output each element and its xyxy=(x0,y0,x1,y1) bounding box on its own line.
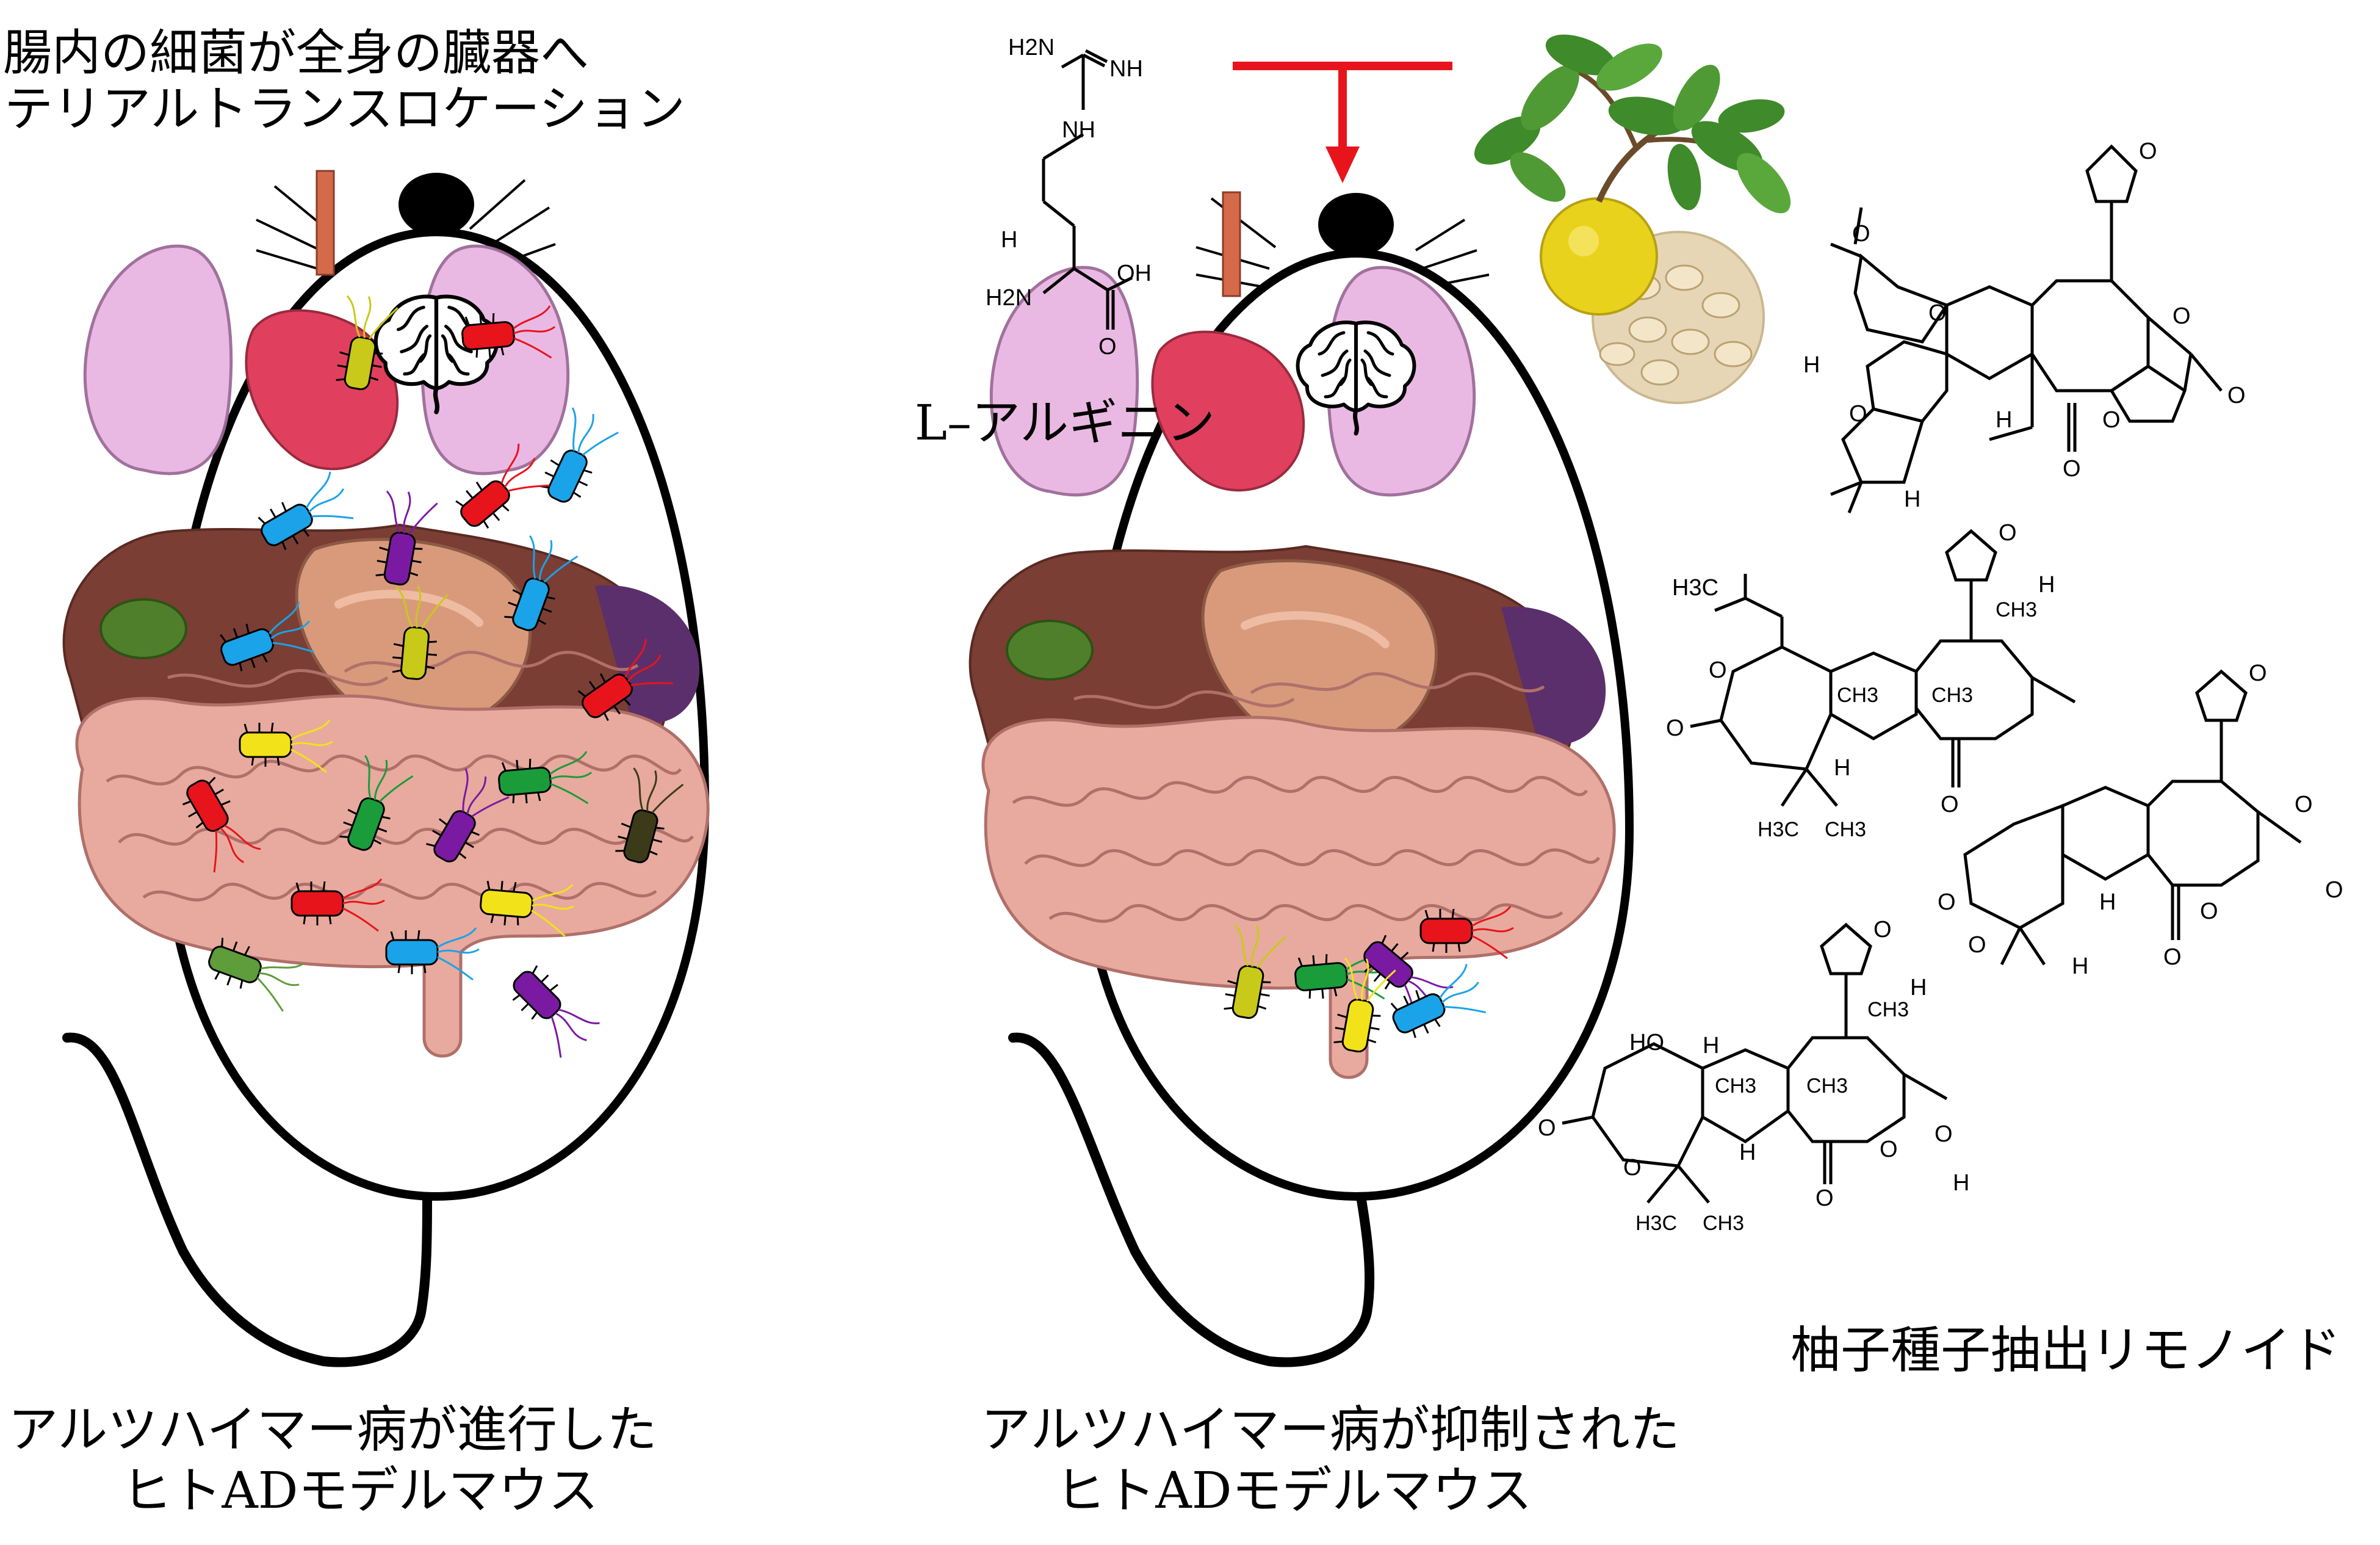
limonoid-1-h-mid: H xyxy=(1996,407,2012,433)
limonoid-label: 柚子種子抽出リモノイド xyxy=(1790,1322,2341,1380)
inhibition-arrow xyxy=(1233,62,1452,183)
arginine-nh: NH xyxy=(1109,56,1143,82)
limonoid-3-ester-o: O xyxy=(2325,877,2343,903)
limonoid-2-h: H xyxy=(2038,572,2055,598)
left-caption-line2: ヒトADモデルマウス xyxy=(122,1462,599,1520)
left-caption-line1: アルツハイマー病が進行した xyxy=(8,1401,657,1459)
limonoid-3-lactone-o: O xyxy=(1968,932,1986,958)
limonoid-1-h-bottom: H xyxy=(1904,487,1920,512)
limonoid-2-ch3-c: CH3 xyxy=(1996,598,2037,621)
yuzu-fruit xyxy=(1540,197,1658,316)
limonoid-4-ketone-o: O xyxy=(1816,1185,1834,1211)
right-mouse-nose xyxy=(1318,193,1394,256)
limonoid-3: O O O H H O O O O xyxy=(1938,660,2343,979)
limonoid-4-furan-o: O xyxy=(1873,917,1892,943)
limonoid-3-h-a: H xyxy=(2099,889,2116,915)
limonoid-3-ring-o: O xyxy=(2295,792,2313,817)
limonoid-1-h-left: H xyxy=(1803,352,1820,378)
limonoid-4-h-c: H xyxy=(1953,1170,1969,1196)
limonoid-4-h-d: H xyxy=(1739,1140,1756,1165)
limonoid-2-h3c: H3C xyxy=(1672,575,1718,601)
right-mouse-tail xyxy=(1008,1032,1375,1367)
limonoid-4-ch3-b: CH3 xyxy=(1806,1074,1848,1098)
limonoid-4-epoxide-o: O xyxy=(1880,1137,1898,1162)
limonoid-2-furan-o: O xyxy=(1999,520,2017,546)
arginine-name: L–アルギニン xyxy=(915,394,1215,451)
limonoid-structures: O O O H O H H O O O O xyxy=(1538,139,2343,1235)
limonoid-1-lactone-o: O xyxy=(1852,221,1870,247)
right-caption-line1: アルツハイマー病が抑制された xyxy=(981,1401,1680,1459)
limonoid-3-furan-o: O xyxy=(2249,660,2267,686)
limonoid-3-epoxide-o: O xyxy=(2200,899,2218,924)
limonoid-2: O H3C O O CH3 CH3 CH3 H O H3C CH3 H xyxy=(1666,520,2076,841)
yuzu-image xyxy=(1474,34,1791,404)
title-line2: バクテリアルトランスロケーション xyxy=(0,81,685,137)
limonoid-1-ring-o: O xyxy=(1928,300,1947,326)
limonoid-4-carbonyl-o: O xyxy=(1538,1115,1556,1141)
limonoid-2-h-ring: H xyxy=(1834,755,1850,781)
limonoid-2-ch3-a: CH3 xyxy=(1837,684,1878,707)
arginine-nh-chain: NH xyxy=(1062,117,1095,143)
arginine-h2n-top: H2N xyxy=(1008,35,1055,60)
limonoid-3-ketone-o: O xyxy=(2163,944,2182,970)
limonoid-1-epoxide-o: O xyxy=(2102,407,2121,433)
arginine-h2n: H2N xyxy=(986,285,1032,311)
limonoid-4: O HO H O O CH3 CH3 CH3 H O O H O H3C CH3… xyxy=(1538,917,1969,1235)
limonoid-4-h3c: H3C xyxy=(1635,1212,1677,1235)
limonoid-3-carbonyl-o: O xyxy=(1938,889,1956,915)
limonoid-3-h-b: H xyxy=(2072,953,2088,979)
left-mouse-tail xyxy=(62,1032,432,1367)
arginine-h: H xyxy=(1001,227,1017,253)
right-mouse xyxy=(970,192,1634,1367)
limonoid-2-lactone-o: O xyxy=(1666,715,1684,741)
limonoid-4-ch3-a: CH3 xyxy=(1715,1074,1756,1098)
limonoid-2-ketone-o: O xyxy=(1941,792,1959,817)
limonoid-2-ch3-b: CH3 xyxy=(1931,684,1973,707)
limonoid-4-ch3-c: CH3 xyxy=(1867,998,1909,1021)
limonoid-2-h3c-bottom: H3C xyxy=(1758,818,1799,841)
limonoid-4-ch3-bottom: CH3 xyxy=(1703,1212,1744,1235)
arginine-structure: H2N NH NH H OH H2N O xyxy=(986,35,1152,360)
limonoid-4-h-a: H xyxy=(1703,1033,1719,1058)
right-caption-line2: ヒトADモデルマウス xyxy=(1056,1462,1532,1520)
limonoid-1-ketone-o: O xyxy=(2063,456,2081,482)
limonoid-2-ch3-bottom: CH3 xyxy=(1825,818,1866,841)
title-line1: 腸内の細菌が全身の臓器へ xyxy=(3,24,589,81)
limonoid-1: O O O H O H H O O O O xyxy=(1803,139,2246,513)
limonoid-1-furan-o: O xyxy=(2139,139,2157,164)
limonoid-4-h-b: H xyxy=(1910,975,1927,1000)
limonoid-1-ether-o: O xyxy=(1849,401,1867,427)
limonoid-1-carbonyl-o: O xyxy=(2227,383,2246,408)
left-mouse-nose xyxy=(398,173,474,236)
limonoid-4-lactone-o: O xyxy=(1623,1155,1642,1181)
limonoid-4-ring-o: O xyxy=(1935,1121,1953,1147)
limonoid-1-ring-o2: O xyxy=(2173,303,2191,329)
arginine-o: O xyxy=(1098,334,1117,360)
arginine-oh: OH xyxy=(1117,261,1152,286)
limonoid-4-ho: HO xyxy=(1629,1030,1664,1055)
limonoid-2-acetyl-o: O xyxy=(1709,657,1727,683)
